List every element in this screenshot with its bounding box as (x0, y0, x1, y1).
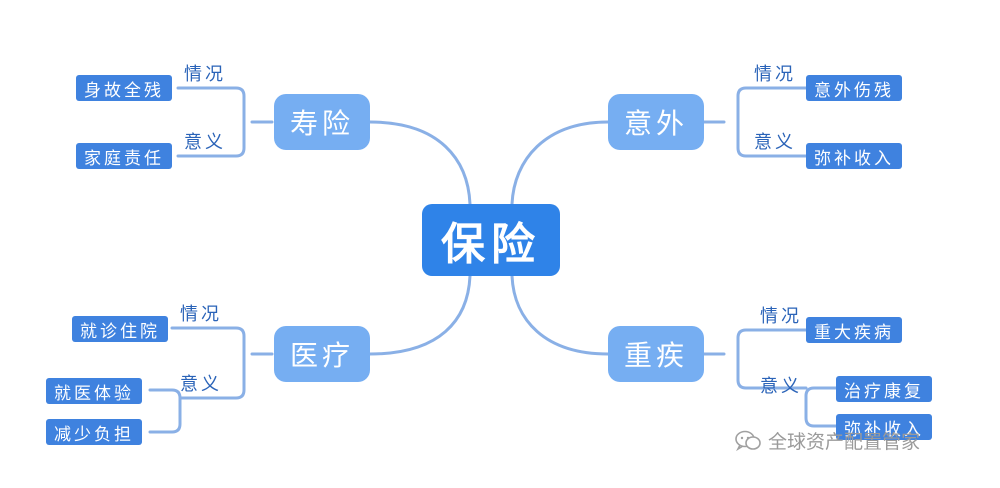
line-center-to-shouxian (368, 120, 472, 206)
line-zhongji-meaning-fork (804, 386, 838, 428)
line-shouxian-bracket (176, 86, 274, 158)
shouxian-situation-label: 情况 (184, 64, 226, 85)
line-center-to-yiwai (510, 120, 610, 206)
line-yiwai-bracket (702, 86, 808, 158)
zhongji-situation-item: 重大疾病 (806, 317, 902, 343)
center-node: 保险 (422, 204, 560, 276)
zhongji-meaning-label: 意义 (760, 376, 802, 397)
line-center-to-zhongji (510, 274, 610, 356)
line-zhongji-bracket (702, 328, 808, 390)
line-center-to-yiliao (368, 274, 472, 356)
watermark-text: 全球资产配置管家 (768, 431, 921, 453)
branch-shouxian: 寿险 (274, 94, 370, 150)
line-yiliao-meaning-fork (148, 388, 182, 434)
yiliao-situation-label: 情况 (180, 304, 222, 325)
yiwai-situation-label: 情况 (754, 64, 796, 85)
yiliao-situation-item: 就诊住院 (72, 316, 168, 342)
yiliao-meaning-label: 意义 (180, 374, 222, 395)
zhongji-meaning-item-2: 弥补收入 (836, 414, 932, 440)
line-yiliao-bracket (170, 326, 274, 400)
shouxian-meaning-item: 家庭责任 (76, 143, 172, 169)
wechat-icon (735, 430, 761, 451)
zhongji-meaning-item-1: 治疗康复 (836, 376, 932, 402)
branch-yiwai: 意外 (608, 94, 704, 150)
yiliao-meaning-item-2: 减少负担 (46, 419, 142, 445)
yiliao-meaning-item-1: 就医体验 (46, 378, 142, 404)
yiwai-meaning-label: 意义 (754, 132, 796, 153)
shouxian-meaning-label: 意义 (184, 132, 226, 153)
yiwai-meaning-item: 弥补收入 (806, 143, 902, 169)
branch-yiliao: 医疗 (274, 326, 370, 382)
watermark: 全球资产配置管家 (734, 427, 920, 454)
branch-zhongji: 重疾 (608, 326, 704, 382)
shouxian-situation-item: 身故全残 (76, 75, 172, 101)
yiwai-situation-item: 意外伤残 (806, 75, 902, 101)
zhongji-situation-label: 情况 (760, 306, 802, 327)
